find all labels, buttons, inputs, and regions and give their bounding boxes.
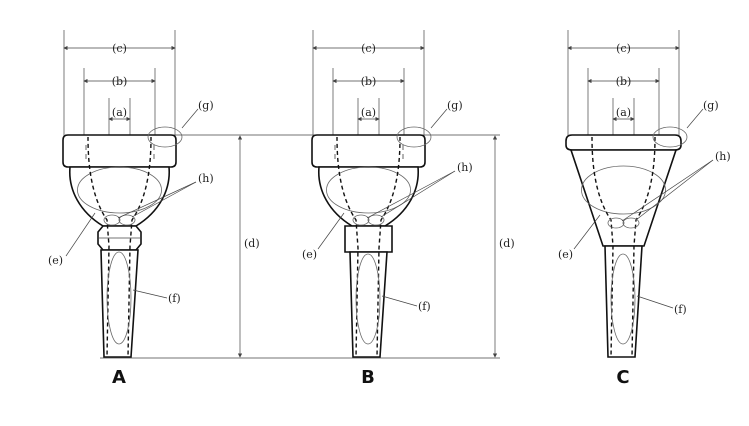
cup-depth-ellipse (77, 166, 162, 214)
leader-h-2 (366, 170, 456, 219)
shank (349, 251, 388, 358)
mouthpiece-a: (c) (b) (a) (g) (h) (e) (f) A (48, 30, 214, 388)
label-b: (b) (616, 75, 632, 88)
rim-contour-circle (147, 126, 183, 148)
throat-block (344, 225, 393, 253)
leader-h-2 (621, 159, 714, 222)
leader-h-1 (635, 159, 714, 221)
backbore-ellipse (355, 253, 381, 345)
backbore-ellipse (106, 251, 132, 345)
rim (62, 134, 177, 168)
throat-circle-left (607, 217, 625, 229)
mouthpiece-c: (c) (b) (a) (g) (h) (e) (f) C (558, 30, 731, 388)
cup-depth-ellipse (581, 165, 666, 215)
leader-g (430, 108, 448, 129)
leader-g (181, 108, 199, 129)
leader-e (65, 212, 96, 257)
label-h: (h) (715, 150, 731, 163)
shank (604, 245, 643, 358)
throat-circle-left (352, 214, 370, 226)
variant-label-a: A (112, 367, 126, 388)
label-e: (e) (302, 248, 317, 261)
label-f: (f) (418, 300, 431, 313)
label-g: (g) (447, 99, 463, 112)
throat-circle-right (622, 217, 640, 229)
throat-circle-right (367, 214, 385, 226)
label-c: (c) (616, 42, 631, 55)
leader-h-1 (131, 181, 197, 218)
label-f: (f) (168, 292, 181, 305)
shank (100, 249, 139, 358)
leader-g (686, 108, 704, 129)
dimension-d-b: (d) (492, 135, 515, 358)
leader-h-2 (117, 181, 197, 219)
label-g: (g) (703, 99, 719, 112)
rim (565, 134, 682, 151)
leader-e (317, 212, 345, 250)
dimension-d-a: (d) (237, 135, 260, 358)
rim-contour-circle (396, 126, 432, 148)
label-d: (d) (499, 237, 515, 250)
label-b: (b) (112, 75, 128, 88)
label-f: (f) (674, 303, 687, 316)
variant-label-c: C (616, 367, 629, 388)
bore-left (591, 136, 614, 358)
rim (311, 134, 426, 168)
throat-circle-right (118, 214, 136, 226)
cup-cone (569, 149, 678, 247)
leader-f (132, 289, 168, 299)
label-g: (g) (198, 99, 214, 112)
leader-h-1 (380, 170, 456, 218)
label-a: (a) (361, 106, 376, 119)
label-h: (h) (457, 161, 473, 174)
label-c: (c) (361, 42, 376, 55)
bore-left (87, 136, 110, 358)
leader-e (573, 214, 601, 250)
label-e: (e) (558, 248, 573, 261)
leader-f (381, 295, 418, 307)
rim-contour-circle (652, 126, 688, 148)
bore-right (127, 136, 152, 358)
label-a: (a) (112, 106, 127, 119)
variant-label-b: B (361, 367, 375, 388)
label-h: (h) (198, 172, 214, 185)
label-c: (c) (112, 42, 127, 55)
bore-left (336, 136, 359, 358)
cup-depth-ellipse (326, 166, 411, 214)
bore-right (376, 136, 401, 358)
label-d: (d) (244, 237, 260, 250)
mouthpiece-b: (c) (b) (a) (g) (h) (e) (f) B (302, 30, 473, 388)
backbore-ellipse (610, 253, 636, 345)
label-a: (a) (616, 106, 631, 119)
label-b: (b) (361, 75, 377, 88)
throat-circle-left (103, 214, 121, 226)
leader-f (636, 295, 674, 309)
label-e: (e) (48, 254, 63, 267)
